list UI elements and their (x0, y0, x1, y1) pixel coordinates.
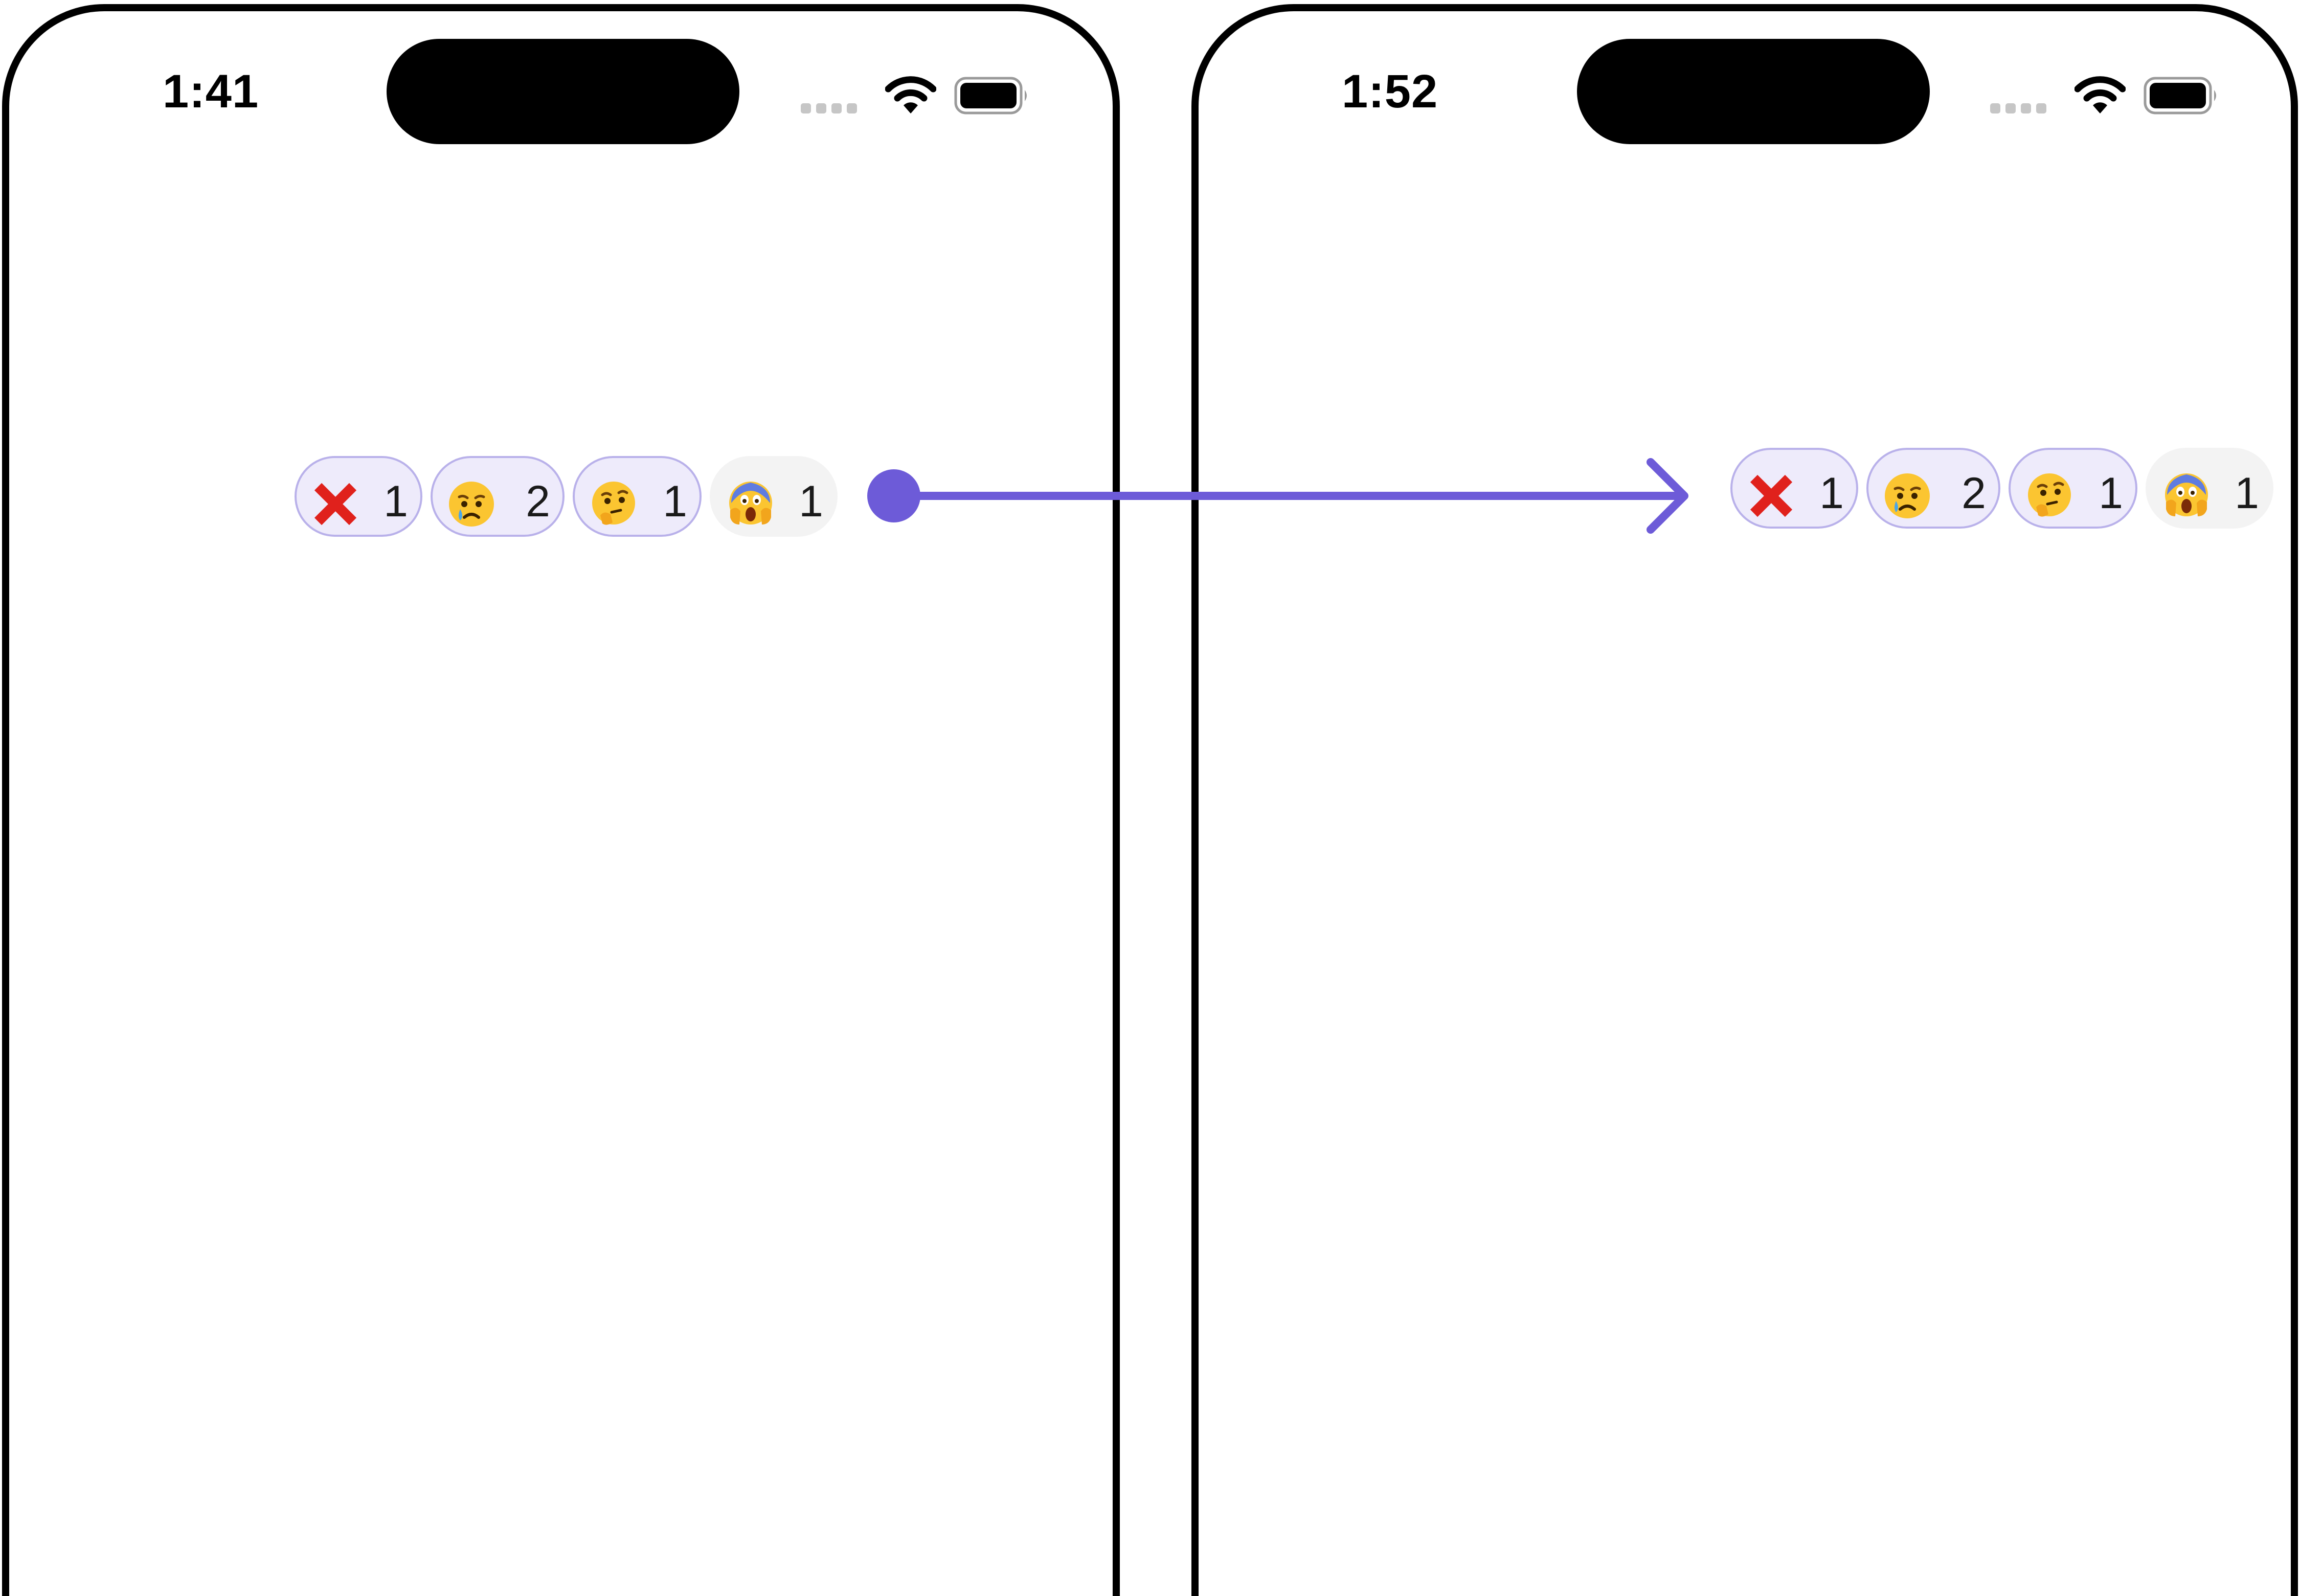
screaming-face-icon (729, 482, 772, 525)
dynamic-island (1577, 39, 1930, 144)
crying-face-icon (449, 482, 494, 527)
reaction-chip-crying[interactable]: 2 (1866, 448, 2000, 529)
reaction-count: 1 (384, 477, 408, 526)
phone-before: 1:41 1 (2, 4, 1120, 1596)
battery-icon (954, 77, 1027, 115)
battery-icon (2144, 77, 2216, 115)
reaction-count: 1 (799, 477, 823, 526)
wifi-icon (2074, 76, 2126, 113)
signal-icon (1990, 103, 2046, 113)
reaction-chip-cross[interactable]: 1 (1730, 448, 1858, 529)
phone-after: 1:52 (1191, 4, 2298, 1596)
reaction-count: 2 (1961, 469, 1986, 518)
status-time: 1:52 (1342, 65, 1438, 118)
reaction-count: 1 (2235, 469, 2259, 518)
signal-icon (801, 103, 857, 113)
status-time: 1:41 (163, 65, 259, 118)
cross-mark-icon (1750, 474, 1793, 517)
reaction-chip-thinking[interactable]: 1 (2009, 448, 2137, 529)
reaction-chip-crying[interactable]: 2 (431, 456, 565, 537)
reaction-chip-thinking[interactable]: 1 (573, 456, 702, 537)
reaction-chip-screaming[interactable]: 1 (710, 456, 838, 537)
reaction-count: 1 (1819, 469, 1844, 518)
reaction-count: 1 (663, 477, 687, 526)
reaction-count: 2 (526, 477, 550, 526)
reaction-chip-cross[interactable]: 1 (295, 456, 422, 537)
crying-face-icon (1885, 473, 1930, 518)
thinking-face-icon (2028, 473, 2071, 517)
cross-mark-icon (314, 483, 357, 526)
thinking-face-icon (592, 482, 635, 525)
screaming-face-icon (2165, 473, 2208, 516)
reaction-chip-screaming[interactable]: 1 (2146, 448, 2273, 529)
dynamic-island (387, 39, 739, 144)
wifi-icon (885, 76, 936, 113)
reaction-count: 1 (2099, 469, 2123, 518)
